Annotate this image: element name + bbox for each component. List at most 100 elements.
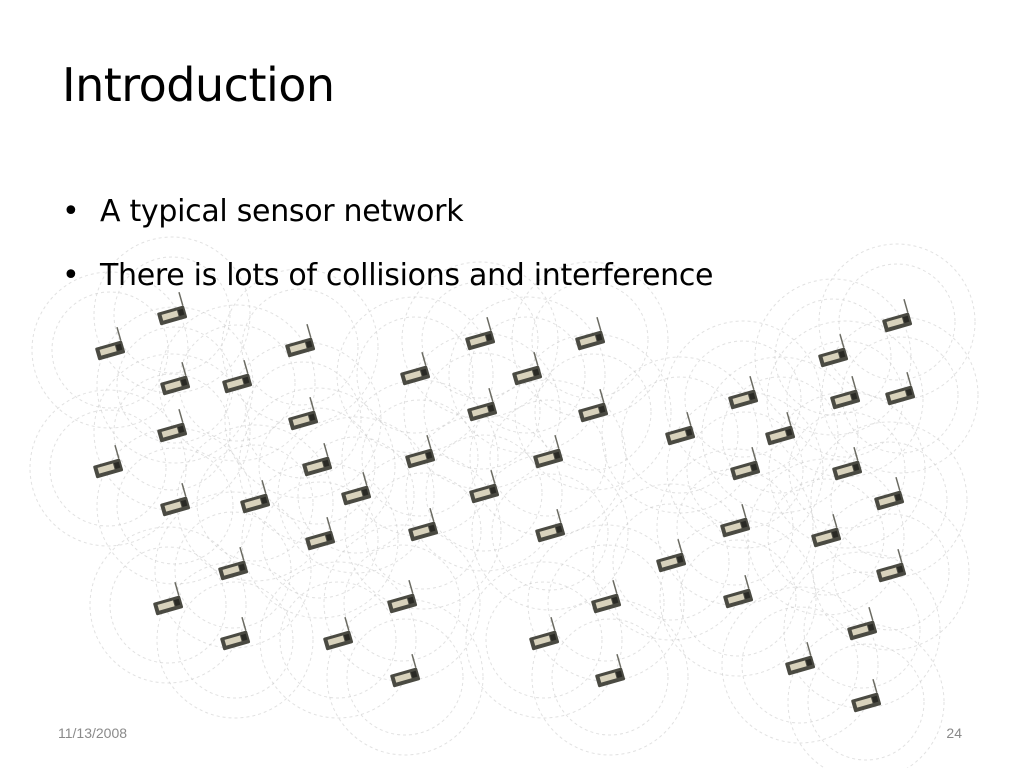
- range-ring: [259, 561, 417, 719]
- mote-board: [669, 430, 687, 441]
- sensor-mote-icon: [220, 616, 251, 651]
- mote-chip: [487, 404, 495, 412]
- range-ring: [666, 391, 824, 549]
- range-ring: [592, 483, 750, 641]
- mote-antenna: [174, 581, 180, 596]
- mote-antenna: [832, 513, 838, 528]
- sensor-mote-icon: [390, 653, 421, 688]
- mote-board: [834, 394, 852, 405]
- mote-chip: [180, 499, 188, 507]
- mote-chip: [902, 315, 910, 323]
- mote-board: [822, 352, 840, 363]
- mote-antenna: [114, 444, 120, 459]
- mote-antenna: [751, 446, 757, 461]
- mote-chip: [685, 428, 693, 436]
- range-ring: [176, 581, 294, 699]
- mote-board: [582, 407, 600, 418]
- sensor-mote-icon: [467, 387, 498, 422]
- range-ring: [788, 411, 906, 529]
- mote-chip: [740, 520, 748, 528]
- range-ring: [721, 376, 839, 494]
- mote-board: [224, 635, 242, 646]
- sensor-mote-icon: [578, 388, 609, 423]
- mote-chip: [425, 451, 433, 459]
- mote-board: [855, 697, 873, 708]
- mote-antenna: [243, 359, 249, 374]
- mote-board: [732, 394, 750, 405]
- range-ring: [156, 561, 314, 719]
- mote-antenna: [741, 503, 747, 518]
- mote-chip: [867, 623, 875, 631]
- sensor-mote-icon: [95, 326, 126, 361]
- range-ring: [346, 618, 464, 736]
- mote-chip: [489, 486, 497, 494]
- mote-antenna: [853, 446, 859, 461]
- mote-chip: [743, 591, 751, 599]
- mote-chip: [905, 388, 913, 396]
- range-ring: [421, 281, 539, 399]
- range-ring: [109, 546, 227, 664]
- range-ring: [612, 503, 730, 621]
- sensor-mote-icon: [512, 351, 543, 386]
- mote-antenna: [239, 546, 245, 561]
- sensor-mote-icon: [405, 434, 436, 469]
- sensor-mote-icon: [240, 479, 271, 514]
- mote-board: [409, 453, 427, 464]
- range-ring: [621, 376, 739, 494]
- sensor-mote-icon: [400, 351, 431, 386]
- mote-chip: [115, 343, 123, 351]
- mote-board: [880, 567, 898, 578]
- sensor-mote-icon: [818, 333, 849, 368]
- mote-antenna: [906, 371, 912, 386]
- mote-board: [473, 488, 491, 499]
- mote-chip: [838, 350, 846, 358]
- mote-antenna: [786, 411, 792, 426]
- sensor-mote-icon: [408, 507, 439, 542]
- mote-board: [469, 335, 487, 346]
- mote-antenna: [408, 579, 414, 594]
- mote-board: [539, 527, 557, 538]
- sensor-mote-icon: [465, 316, 496, 351]
- sensor-mote-icon: [157, 408, 188, 443]
- sensor-mote-icon: [811, 513, 842, 548]
- range-ring: [465, 561, 623, 719]
- sensor-mote-icon: [885, 371, 916, 406]
- mote-chip: [676, 555, 684, 563]
- sensor-mote-icon: [157, 291, 188, 326]
- range-ring: [49, 409, 167, 527]
- footer-page-number: 24: [946, 725, 962, 741]
- mote-board: [471, 406, 489, 417]
- range-ring: [343, 544, 461, 662]
- bullet-marker: •: [62, 258, 80, 293]
- mote-antenna: [744, 574, 750, 589]
- mote-antenna: [426, 434, 432, 449]
- range-ring: [336, 296, 494, 454]
- mote-board: [292, 415, 310, 426]
- mote-board: [327, 635, 345, 646]
- mote-board: [886, 317, 904, 328]
- mote-board: [391, 598, 409, 609]
- mote-board: [161, 310, 179, 321]
- range-ring: [364, 472, 482, 590]
- mote-board: [226, 378, 244, 389]
- range-ring: [96, 306, 254, 464]
- mote-chip: [420, 368, 428, 376]
- mote-antenna: [323, 442, 329, 457]
- range-ring: [768, 391, 926, 549]
- sensor-mote-icon: [153, 581, 184, 616]
- sensor-motes: [93, 291, 916, 713]
- sensor-mote-icon: [720, 503, 751, 538]
- mote-antenna: [596, 316, 602, 331]
- mote-chip: [407, 596, 415, 604]
- range-ring: [174, 511, 292, 629]
- mote-chip: [852, 463, 860, 471]
- mote-chip: [240, 633, 248, 641]
- sensor-mote-icon: [785, 641, 816, 676]
- mote-antenna: [612, 579, 618, 594]
- mote-chip: [305, 340, 313, 348]
- mote-chip: [361, 488, 369, 496]
- range-ring: [531, 281, 649, 399]
- mote-chip: [238, 563, 246, 571]
- mote-chip: [785, 428, 793, 436]
- sensor-mote-icon: [882, 298, 913, 333]
